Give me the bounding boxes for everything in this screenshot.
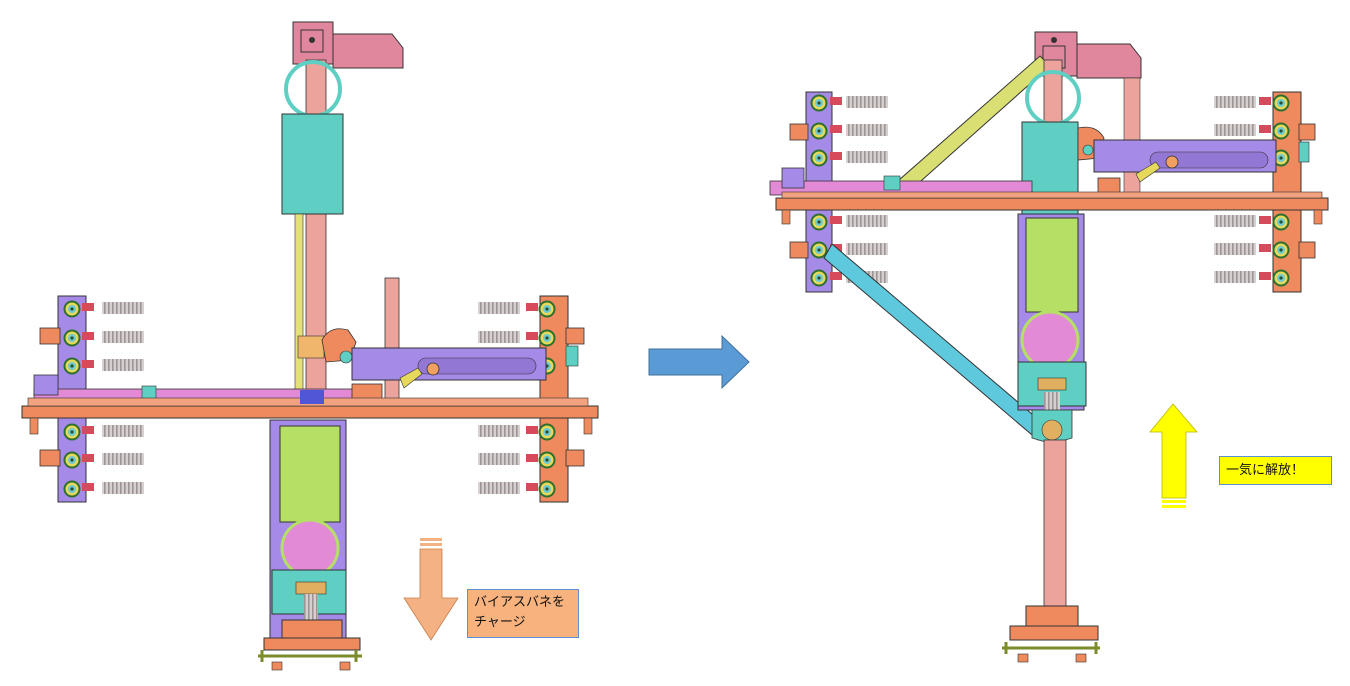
right-lever-arm [1077,126,1277,183]
left-mechanism [21,21,599,671]
left-lower-assembly [258,419,362,671]
left-lever-arm [321,328,547,389]
release-note: 一気に解放！ [1219,456,1332,485]
left-vertical-post [384,277,400,409]
down-arrow-icon [403,538,459,641]
left-main-beam [21,390,599,435]
charge-note-line-1: バイアスバネを [474,595,566,610]
left-teal-cylinder [281,113,344,215]
transition-arrow-icon [648,334,750,390]
right-side-plate-right [1214,91,1316,293]
charge-bias-spring-note: バイアスバネを チャージ [467,589,579,638]
up-arrow-icon [1149,403,1198,508]
left-top-bracket [292,21,404,69]
charge-note-line-2: チャージ [474,615,526,630]
right-lower-assembly [1002,213,1100,663]
right-blue-link [823,243,1047,441]
right-main-beam [775,191,1329,225]
right-mechanism [769,31,1329,663]
